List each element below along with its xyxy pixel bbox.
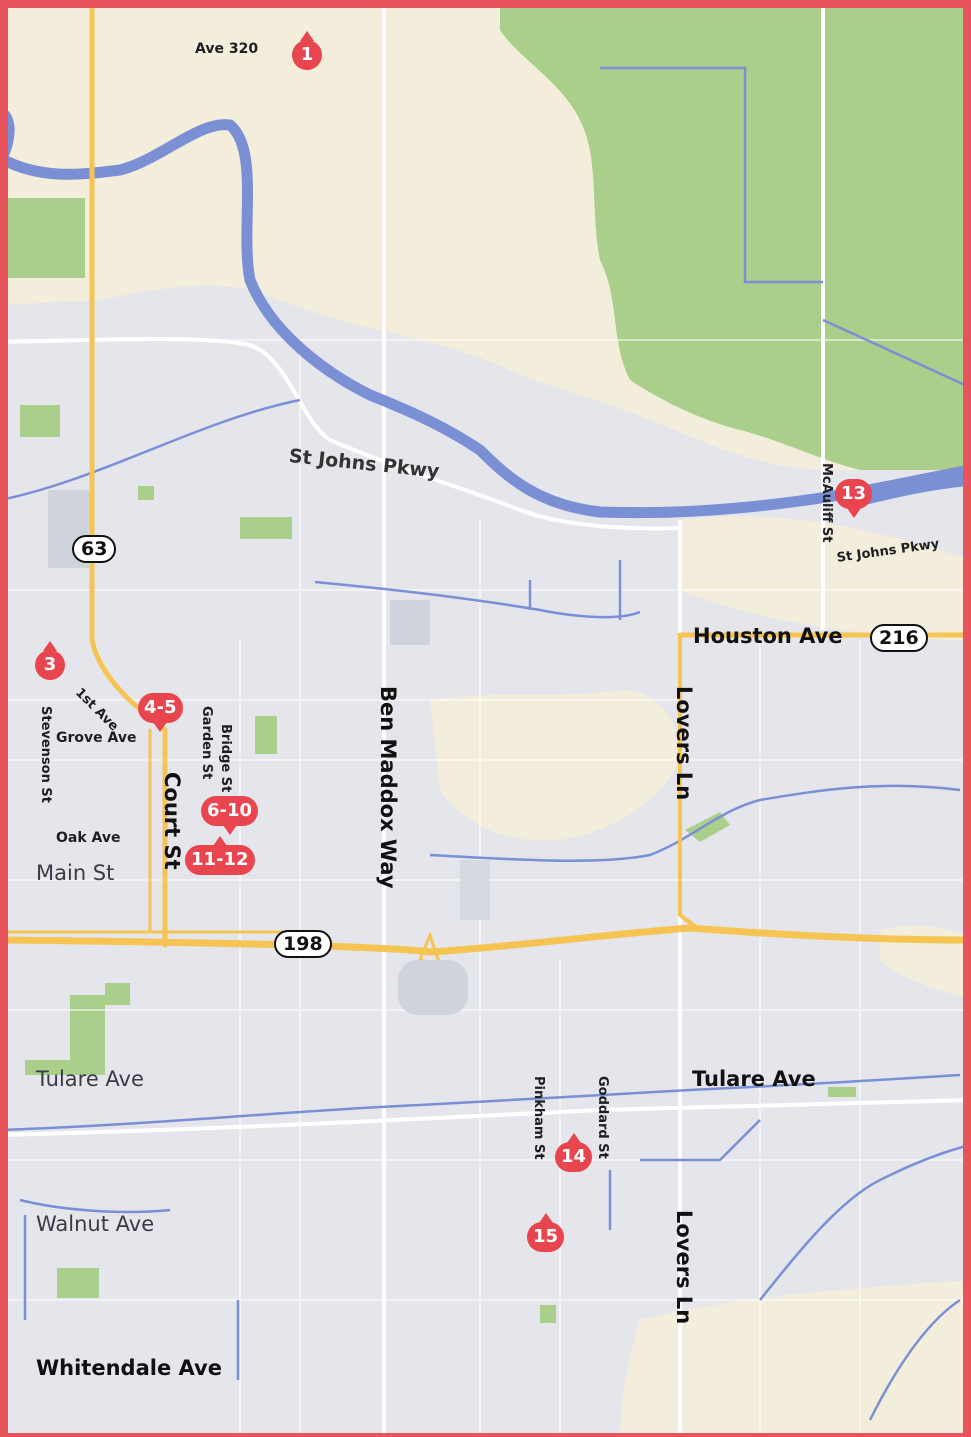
river-east-channel <box>858 470 971 506</box>
street-label-oak-ave: Oak Ave <box>56 830 121 846</box>
desert-area-central <box>430 690 680 841</box>
street-grid <box>0 339 971 1437</box>
park-small-1 <box>20 405 60 437</box>
map-marker-13[interactable]: 13 <box>835 479 873 518</box>
street-label-stevenson-st: Stevenson St <box>38 706 53 803</box>
highway-198 <box>0 924 971 956</box>
route-216-shield: 216 <box>870 624 928 652</box>
street-label-pinkham-st: Pinkham St <box>531 1076 546 1160</box>
park-small-8 <box>685 812 730 842</box>
street-label-bridge-st: Bridge St <box>218 724 233 793</box>
street-label-grove-ave: Grove Ave <box>56 730 137 746</box>
park-small-2 <box>240 517 292 539</box>
route-198-shield: 198 <box>274 930 332 958</box>
park-small-7 <box>540 1305 556 1323</box>
map-marker-6-10[interactable]: 6-10 <box>201 796 259 835</box>
map-marker-4-5[interactable]: 4-5 <box>138 693 183 732</box>
map-marker-14[interactable]: 14 <box>555 1133 593 1172</box>
park-area-west <box>0 198 85 278</box>
street-label-lovers-ln-north: Lovers Ln <box>672 686 696 801</box>
park-small-4 <box>255 716 277 754</box>
park-small-5 <box>105 983 130 1005</box>
canals <box>0 66 971 1421</box>
street-label-court-st: Court St <box>160 772 184 870</box>
street-label-houston-ave: Houston Ave <box>693 624 843 648</box>
street-label-garden-st: Garden St <box>199 706 214 780</box>
street-label-ben-maddox-way: Ben Maddox Way <box>376 686 400 889</box>
park-small-3 <box>138 486 154 500</box>
street-label-goddard-st: Goddard St <box>595 1076 610 1159</box>
urban-block-2 <box>390 600 430 645</box>
street-label-whitendale-ave: Whitendale Ave <box>36 1356 222 1380</box>
map-marker-15[interactable]: 15 <box>527 1213 565 1252</box>
street-label-ave-320: Ave 320 <box>195 41 259 57</box>
urban-block-4 <box>460 860 490 920</box>
street-label-tulare-ave-east: Tulare Ave <box>692 1067 816 1091</box>
route-63-shield: 63 <box>72 535 117 563</box>
street-label-tulare-ave-west: Tulare Ave <box>36 1067 144 1091</box>
street-label-main-st: Main St <box>36 861 115 885</box>
map-marker-11-12[interactable]: 11-12 <box>185 836 255 875</box>
desert-area-southeast <box>620 1280 971 1437</box>
park-area-southwest <box>25 995 105 1075</box>
river <box>0 119 971 519</box>
desert-area-east-mid <box>880 925 971 1000</box>
urban-block-3 <box>398 960 468 1015</box>
street-label-mcauliff-st: McAuliff St <box>819 463 834 543</box>
map-marker-3[interactable]: 3 <box>35 641 65 680</box>
park-small-9 <box>828 1087 856 1097</box>
desert-area-east <box>680 516 971 640</box>
park-small-6 <box>57 1268 99 1298</box>
map-marker-1[interactable]: 1 <box>292 31 322 70</box>
park-area-northeast <box>500 0 971 470</box>
street-label-lovers-ln-south: Lovers Ln <box>672 1210 696 1325</box>
street-label-walnut-ave: Walnut Ave <box>36 1212 155 1236</box>
